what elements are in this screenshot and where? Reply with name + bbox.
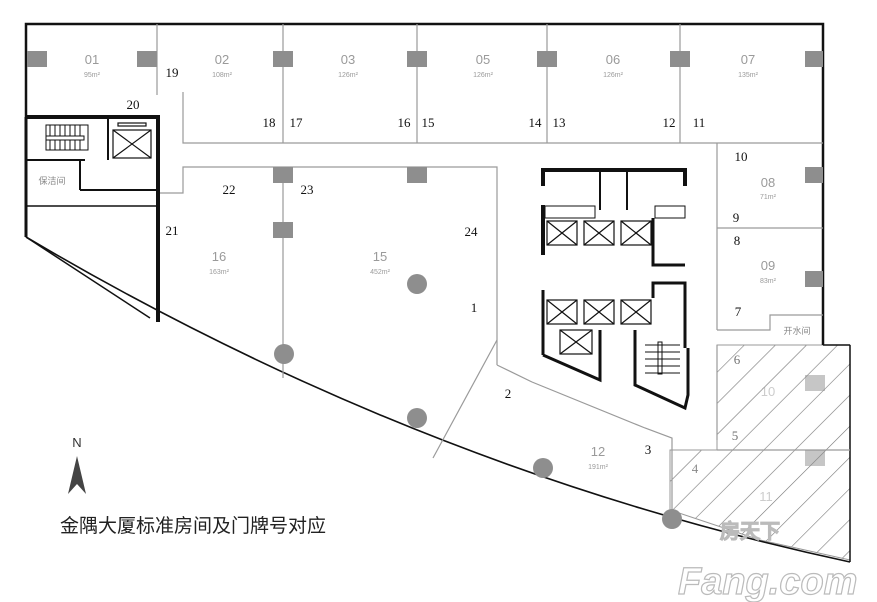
- plan-title: 金隅大厦标准房间及门牌号对应: [60, 515, 326, 537]
- door-number: 16: [398, 115, 412, 130]
- room-area: 108m²: [212, 72, 233, 79]
- left-core: 保洁间: [24, 115, 160, 322]
- door-number: 5: [732, 428, 739, 443]
- door-number: 1: [471, 300, 478, 315]
- room-number: 10: [761, 384, 775, 399]
- door-number: 10: [735, 149, 748, 164]
- stair-icon: [45, 124, 89, 151]
- door-number: 8: [734, 233, 741, 248]
- north-arrow-icon: [68, 456, 86, 494]
- door-number: 17: [290, 115, 304, 130]
- room-walls: [156, 24, 850, 525]
- door-number: 23: [301, 182, 314, 197]
- watermark-en: Fang.com: [678, 561, 857, 602]
- door-number: 12: [663, 115, 676, 130]
- room-number: 07: [741, 52, 755, 67]
- sink-counter: [654, 205, 686, 219]
- elevator-icon: [546, 299, 652, 355]
- elevator-icon: [546, 220, 652, 246]
- central-core: [541, 168, 690, 411]
- door-number: 22: [223, 182, 236, 197]
- room-area: 163m²: [209, 269, 230, 276]
- elevator-icon: [112, 122, 152, 159]
- stair-icon: [645, 341, 680, 375]
- room-labels: 01 95m² 02 108m² 03 126m² 05 126m² 06 12…: [84, 52, 777, 504]
- room-area: 126m²: [473, 72, 494, 79]
- room-area: 452m²: [370, 269, 391, 276]
- sink-counter: [544, 205, 596, 219]
- door-number: 2: [505, 386, 512, 401]
- room-number: 02: [215, 52, 229, 67]
- room-number: 12: [591, 444, 605, 459]
- door-number: 11: [693, 115, 706, 130]
- outer-curve: [25, 236, 851, 563]
- watermark-logo: 房天下 Fang.com: [677, 519, 858, 602]
- door-number: 9: [733, 210, 740, 225]
- room-area: 126m²: [603, 72, 624, 79]
- room-number: 16: [212, 249, 226, 264]
- water-room-label: 开水间: [783, 325, 810, 337]
- room-area: 71m²: [760, 194, 777, 201]
- door-numbers: 1 2 3 4 5 6 7 8 9 10 11 12 13 14 15 16 1…: [127, 65, 748, 476]
- door-number: 6: [734, 352, 741, 367]
- room-area: 95m²: [84, 72, 101, 79]
- door-number: 24: [465, 224, 479, 239]
- room-area: 126m²: [338, 72, 359, 79]
- room-area: 83m²: [760, 278, 777, 285]
- columns: [27, 51, 825, 529]
- cleaning-room-label: 保洁间: [38, 175, 65, 187]
- room-number: 01: [85, 52, 99, 67]
- outer-wall: [24, 22, 825, 345]
- door-number: 13: [553, 115, 566, 130]
- door-number: 20: [127, 97, 140, 112]
- north-label: N: [72, 435, 81, 450]
- door-number: 3: [645, 442, 652, 457]
- door-number: 18: [263, 115, 276, 130]
- room-number: 09: [761, 258, 775, 273]
- room-number: 08: [761, 175, 775, 190]
- room-number: 15: [373, 249, 387, 264]
- door-number: 14: [529, 115, 543, 130]
- door-number: 21: [166, 223, 179, 238]
- room-number: 03: [341, 52, 355, 67]
- room-number: 05: [476, 52, 490, 67]
- watermark-cn: 房天下: [720, 519, 780, 543]
- room-number: 11: [759, 489, 773, 504]
- north-arrow: N: [68, 435, 86, 494]
- room-area: 135m²: [738, 72, 759, 79]
- room-area: 191m²: [588, 464, 609, 471]
- door-number: 19: [166, 65, 179, 80]
- door-number: 15: [422, 115, 435, 130]
- room-number: 06: [606, 52, 620, 67]
- door-number: 4: [692, 461, 699, 476]
- door-number: 7: [735, 304, 742, 319]
